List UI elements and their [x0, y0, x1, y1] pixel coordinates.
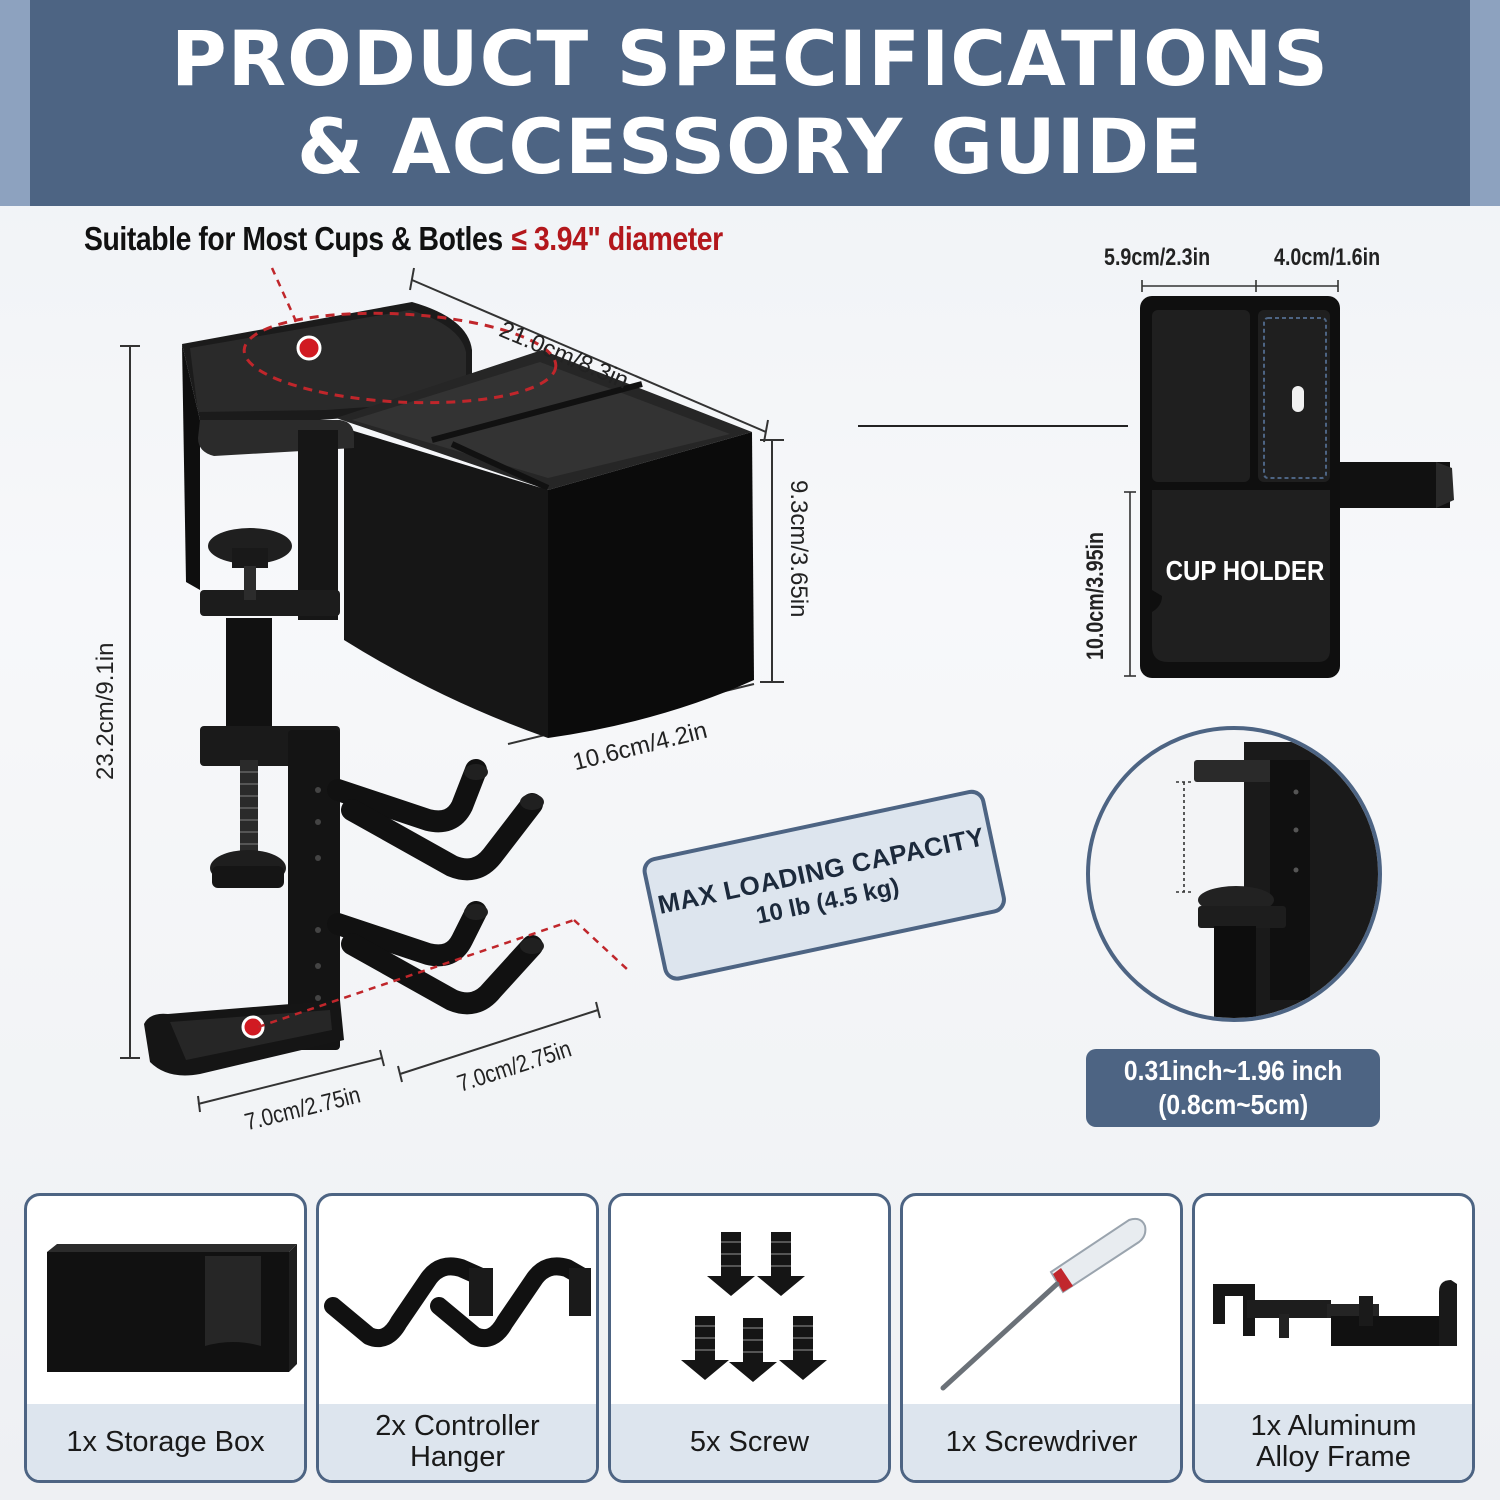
accessory-caption: 1x Aluminum Alloy Frame — [1195, 1404, 1472, 1480]
cup-size-note-lead: Suitable for Most Cups & Botles — [84, 220, 503, 257]
screwdriver-icon — [940, 1217, 1147, 1391]
lower-hanger-tips — [464, 904, 544, 954]
cup-leader-line — [270, 267, 310, 349]
dim-top-view-depth: 10.0cm/3.95in — [1082, 531, 1109, 660]
title-banner: PRODUCT SPECIFICATIONS & ACCESSORY GUIDE — [30, 0, 1470, 206]
accessory-list: 1x Storage Box 2x Controller Hanger — [24, 1193, 1476, 1483]
cup-holder-label: CUP HOLDER — [1165, 555, 1325, 586]
lower-hanger — [327, 901, 543, 1015]
cup-holder-top-view — [1140, 296, 1454, 678]
dim-box-height: 9.3cm/3.65in — [785, 480, 812, 618]
clamp-range-cm: (0.8cm~5cm) — [1158, 1089, 1308, 1120]
box-length-line — [409, 267, 769, 443]
box-height-line — [760, 439, 784, 683]
cup-size-note-limit: ≤ 3.94" diameter — [511, 220, 723, 257]
desk-clamp — [198, 420, 354, 1050]
accessory-card-screw: 5x Screw — [608, 1193, 891, 1483]
controller-hanger-icon — [324, 1257, 591, 1348]
accessory-card-controller-hanger: 2x Controller Hanger — [316, 1193, 599, 1483]
upper-hanger-tips — [464, 764, 544, 810]
cup-size-note: Suitable for Most Cups & Botles≤ 3.94" d… — [84, 220, 723, 264]
total-height-line — [120, 345, 140, 1059]
title-line-2: & ACCESSORY GUIDE — [297, 102, 1203, 191]
storage-box — [182, 302, 754, 738]
dim-top-view-right: 4.0cm/1.6in — [1274, 244, 1381, 271]
clamp-detail-inset — [1086, 726, 1382, 1022]
dim-total-height: 23.2cm/9.1in — [92, 642, 119, 780]
accessory-caption: 5x Screw — [611, 1404, 888, 1480]
clamp-range-badge: 0.31inch~1.96 inch (0.8cm~5cm) — [1086, 1049, 1380, 1127]
headphone-hook — [144, 1000, 344, 1076]
screw-icon — [681, 1232, 827, 1382]
alloy-frame-icon — [1213, 1280, 1457, 1346]
clamp-range-inch: 0.31inch~1.96 inch — [1123, 1055, 1343, 1086]
dim-top-view-left: 5.9cm/2.3in — [1104, 244, 1211, 271]
capacity-leader-line — [257, 918, 575, 1029]
storage-box-icon — [47, 1244, 297, 1372]
accessory-card-alloy-frame: 1x Aluminum Alloy Frame — [1192, 1193, 1475, 1483]
title-line-1: PRODUCT SPECIFICATIONS — [170, 14, 1330, 103]
top-view-dimensions — [1124, 280, 1339, 677]
accessory-caption: 1x Screwdriver — [903, 1404, 1180, 1480]
hook-width-lines — [197, 1001, 601, 1113]
accessory-card-screwdriver: 1x Screwdriver — [900, 1193, 1183, 1483]
accessory-card-storage-box: 1x Storage Box — [24, 1193, 307, 1483]
upper-hanger — [327, 759, 543, 881]
accessory-caption: 1x Storage Box — [27, 1404, 304, 1480]
accessory-caption: 2x Controller Hanger — [319, 1404, 596, 1480]
